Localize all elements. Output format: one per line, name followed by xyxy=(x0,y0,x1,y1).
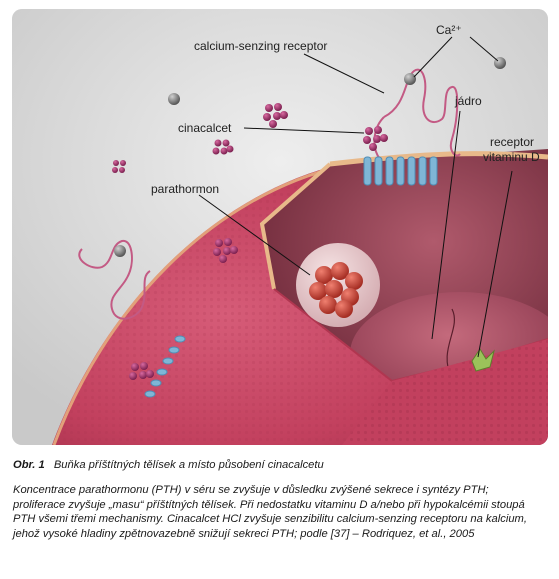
calcium-ion xyxy=(168,93,180,105)
pth-vesicle xyxy=(296,243,380,327)
label-parathormone: parathormon xyxy=(151,182,219,196)
label-nucleus: jádro xyxy=(454,94,482,108)
calcium-ion xyxy=(404,73,416,85)
label-ca-ion: Ca²⁺ xyxy=(436,23,462,37)
cinacalcet-molecule xyxy=(129,362,154,380)
caption-title-line: Obr. 1 Buňka příštítných tělísek a místo… xyxy=(13,458,543,472)
cinacalcet-molecule xyxy=(363,126,388,151)
vitamin-d-receptor xyxy=(471,348,495,372)
membrane-rim-top xyxy=(329,151,548,167)
cinacalcet-molecule xyxy=(213,238,238,263)
cinacalcet-molecule xyxy=(112,160,126,173)
figure-caption: Obr. 1 Buňka příštítných tělísek a místo… xyxy=(13,458,543,541)
membrane-rim-left xyxy=(259,162,332,290)
label-cinacalcet: cinacalcet xyxy=(178,121,232,135)
calcium-sensing-receptor xyxy=(363,68,461,186)
label-vdr-line2: vitaminu D xyxy=(483,150,540,164)
label-calcium-sensing-receptor: calcium-senzing receptor xyxy=(194,39,327,53)
calcium-ion xyxy=(114,245,126,257)
caption-label: Obr. 1 xyxy=(13,459,45,471)
parathyroid-cell-illustration: Ca²⁺ calcium-senzing receptor jádro cina… xyxy=(12,9,548,445)
nucleus xyxy=(350,292,548,381)
leader-lines xyxy=(198,36,513,358)
surface-receptor-left xyxy=(78,239,186,398)
cinacalcet-molecule xyxy=(263,103,288,128)
cinacalcet-molecule xyxy=(212,139,234,155)
caption-title: Buňka příštítných tělísek a místo působe… xyxy=(53,459,324,471)
caption-body: Koncentrace parathormonu (PTH) v séru se… xyxy=(13,484,527,540)
label-vdr-line1: receptor xyxy=(490,135,534,149)
cell-diagram-panel: Ca²⁺ calcium-senzing receptor jádro cina… xyxy=(12,9,548,445)
cinacalcet-molecules xyxy=(112,103,388,380)
